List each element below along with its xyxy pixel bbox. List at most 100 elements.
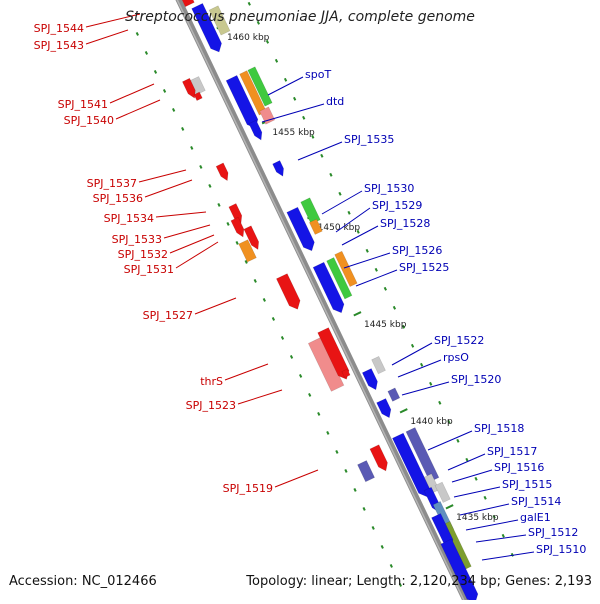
label-leader-reverse (224, 363, 269, 381)
kbp-tick (353, 311, 362, 317)
scale-dot (447, 419, 451, 424)
gene-38 (317, 327, 350, 380)
scale-dot (371, 525, 375, 530)
kbp-label: 1440 kbp (410, 417, 453, 427)
scale-dot (274, 58, 279, 63)
gene-label-reverse: SPJ_1544 (34, 22, 84, 35)
scale-dot (344, 468, 348, 473)
label-leader-reverse (194, 297, 237, 315)
label-leader-forward (453, 486, 501, 498)
gene-36 (276, 273, 301, 310)
label-leader-reverse (169, 234, 215, 254)
scale-dot (208, 183, 212, 188)
scale-dot (474, 476, 478, 481)
label-leader-reverse (237, 389, 283, 405)
kbp-label: 1445 kbp (364, 320, 407, 330)
scale-dot (398, 582, 403, 587)
gene-label-reverse: SPJ_1537 (87, 177, 137, 190)
scale-dot (244, 259, 248, 264)
label-leader-forward (343, 252, 391, 269)
gene-label-forward: spoT (305, 68, 331, 81)
scale-dot (420, 362, 424, 367)
gene-13 (326, 257, 353, 300)
scale-dot (226, 221, 230, 226)
scale-dot (172, 107, 176, 112)
kbp-label: 1450 kbp (318, 223, 361, 233)
gene-7 (248, 119, 263, 141)
scale-dot (362, 506, 366, 511)
gene-0 (191, 2, 222, 53)
label-leader-forward (475, 534, 527, 543)
scale-dot (308, 392, 312, 397)
gene-11 (309, 218, 323, 235)
label-leader-reverse (115, 99, 161, 120)
label-leader-forward (427, 430, 473, 451)
scale-dot (144, 50, 149, 55)
gene-8 (272, 160, 284, 177)
gene-35 (238, 239, 257, 263)
kbp-tick (445, 504, 454, 510)
gene-label-forward: SPJ_1535 (344, 133, 394, 146)
gene-label-forward: SPJ_1510 (536, 543, 586, 556)
scale-dot (302, 115, 306, 120)
kbp-label: 1455 kbp (272, 128, 315, 138)
genome-summary-text: Topology: linear; Length: 2,120,234 bp; … (246, 574, 592, 589)
scale-dot (298, 373, 303, 378)
scale-dot (320, 153, 324, 158)
label-leader-forward (267, 76, 304, 96)
gene-17 (376, 398, 392, 419)
gene-label-forward: dtd (326, 95, 344, 108)
gene-label-forward: SPJ_1526 (392, 244, 442, 257)
gene-label-reverse: SPJ_1536 (93, 192, 143, 205)
gene-label-forward: SPJ_1525 (399, 261, 449, 274)
gene-label-forward: SPJ_1512 (528, 526, 578, 539)
gene-label-forward: SPJ_1518 (474, 422, 524, 435)
label-leader-forward (261, 103, 325, 123)
label-leader-reverse (85, 13, 141, 28)
genome-title: Streptococcus pneumoniae JJA, complete g… (125, 9, 475, 25)
scale-dot (329, 172, 333, 177)
scale-dot (311, 134, 315, 139)
genome-backbone (175, 0, 471, 604)
scale-dot (256, 20, 260, 25)
gene-41 (369, 444, 388, 472)
scale-dot (326, 430, 330, 435)
scale-dot (262, 297, 266, 302)
scale-dot (374, 267, 378, 272)
gene-16 (371, 356, 386, 375)
gene-label-reverse: SPJ_1540 (64, 114, 114, 127)
scale-dot (365, 248, 369, 253)
scale-dot (353, 487, 357, 492)
label-leader-reverse (138, 169, 187, 183)
gene-5 (247, 66, 273, 107)
label-leader-forward (459, 503, 510, 516)
label-leader-reverse (175, 241, 219, 269)
gene-label-reverse: thrS (200, 375, 223, 388)
gene-18 (387, 387, 401, 402)
scale-dot (283, 77, 288, 82)
gene-31 (215, 162, 229, 182)
scale-dot (199, 164, 203, 169)
label-leader-forward (447, 453, 486, 471)
scale-dot (247, 1, 251, 6)
gene-label-reverse: SPJ_1543 (34, 39, 84, 52)
gene-34 (243, 225, 260, 251)
kbp-label: 1460 kbp (227, 33, 270, 43)
label-leader-forward (321, 190, 363, 215)
gene-label-forward: SPJ_1529 (372, 199, 422, 212)
scale-dot (356, 229, 360, 234)
gene-label-forward: SPJ_1522 (434, 334, 484, 347)
gene-40 (357, 460, 375, 483)
gene-30 (193, 91, 203, 102)
scale-dot (347, 210, 351, 215)
scale-dot (265, 39, 270, 44)
scale-dot (289, 354, 294, 359)
scale-dot (338, 191, 342, 196)
gene-1 (208, 5, 231, 36)
gene-29 (182, 77, 196, 99)
gene-label-reverse: SPJ_1527 (143, 309, 193, 322)
label-leader-reverse (155, 211, 207, 218)
gene-label-forward: SPJ_1528 (380, 217, 430, 230)
